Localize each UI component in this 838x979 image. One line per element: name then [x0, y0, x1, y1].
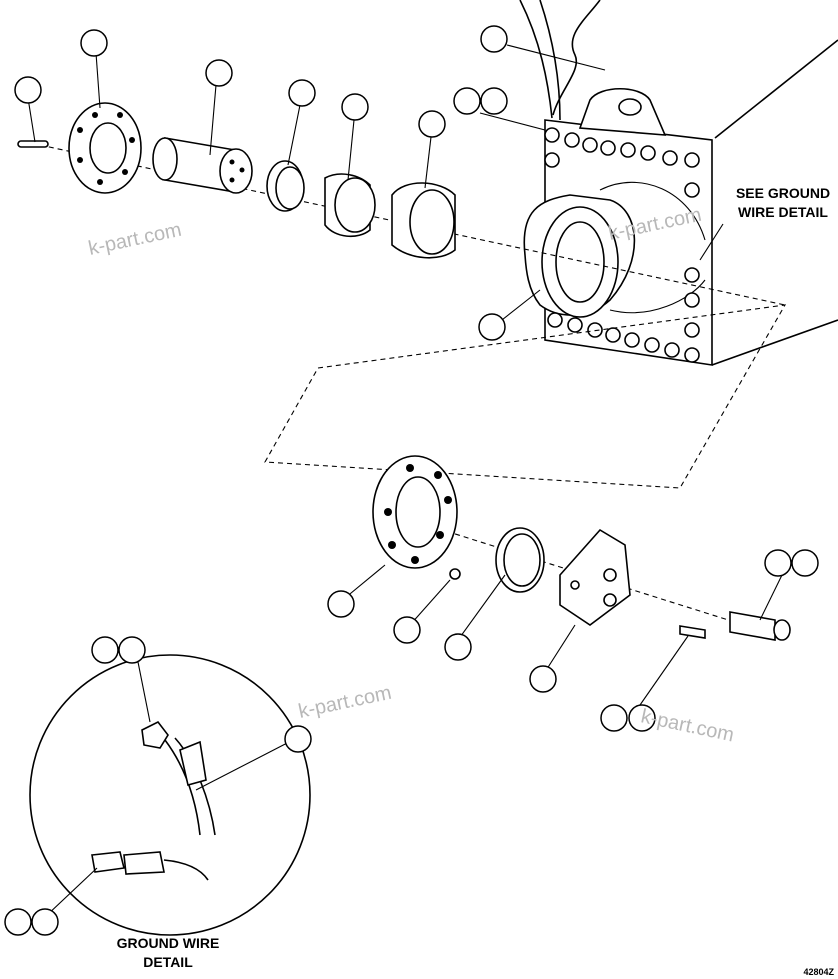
callout-bubbles: [4, 25, 819, 936]
ground-detail-label-line2: DETAIL: [143, 954, 193, 970]
callout-bubble: [764, 549, 792, 577]
bearing-plate: [372, 455, 458, 569]
lower-exploded-parts: [372, 455, 791, 641]
flange-plate: [68, 102, 142, 194]
callout-bubble: [529, 665, 557, 693]
mounting-block: [559, 528, 631, 626]
callout-bubble: [480, 25, 508, 53]
axle-housing: [519, 0, 838, 366]
callout-bubble: [791, 549, 819, 577]
callout-bubble: [327, 590, 355, 618]
housing-bolt-row: [544, 127, 700, 363]
watermark: k-part.com: [639, 705, 736, 746]
see-ground-label-line2: WIRE DETAIL: [738, 204, 828, 220]
callout-bubble: [341, 93, 369, 121]
bushing-small: [266, 160, 305, 212]
watermark: k-part.com: [86, 219, 183, 260]
callout-bubble: [418, 110, 446, 138]
callout-bubble: [478, 313, 506, 341]
bolt-small: [679, 625, 706, 639]
callout-bubble: [91, 636, 119, 664]
nut: [449, 568, 461, 580]
drawing-code: 42804Z: [803, 967, 834, 977]
see-ground-label-line1: SEE GROUND: [736, 185, 830, 201]
ground-wire-detail: [29, 654, 311, 936]
bushing-large: [391, 182, 456, 259]
bushing-medium: [324, 173, 376, 238]
callout-bubble: [393, 616, 421, 644]
seal-ring: [495, 527, 545, 593]
bolt-large: [729, 611, 791, 641]
leader-lines: [27, 44, 783, 918]
callout-bubble: [14, 76, 42, 104]
callout-bubble: [205, 59, 233, 87]
callout-bubble: [284, 725, 312, 753]
callout-bubble: [118, 636, 146, 664]
upper-exploded-parts: [17, 102, 786, 306]
callout-bubble: [444, 633, 472, 661]
ground-detail-label-line1: GROUND WIRE: [117, 935, 220, 951]
callout-bubble: [480, 87, 508, 115]
callout-bubble: [80, 29, 108, 57]
callout-bubble: [628, 704, 656, 732]
callout-bubble: [288, 79, 316, 107]
callout-bubble: [31, 908, 59, 936]
callout-bubble: [600, 704, 628, 732]
callout-bubble: [4, 908, 32, 936]
watermark: k-part.com: [296, 682, 393, 723]
pin: [17, 140, 49, 148]
shaft: [152, 137, 253, 194]
callout-bubble: [453, 87, 481, 115]
